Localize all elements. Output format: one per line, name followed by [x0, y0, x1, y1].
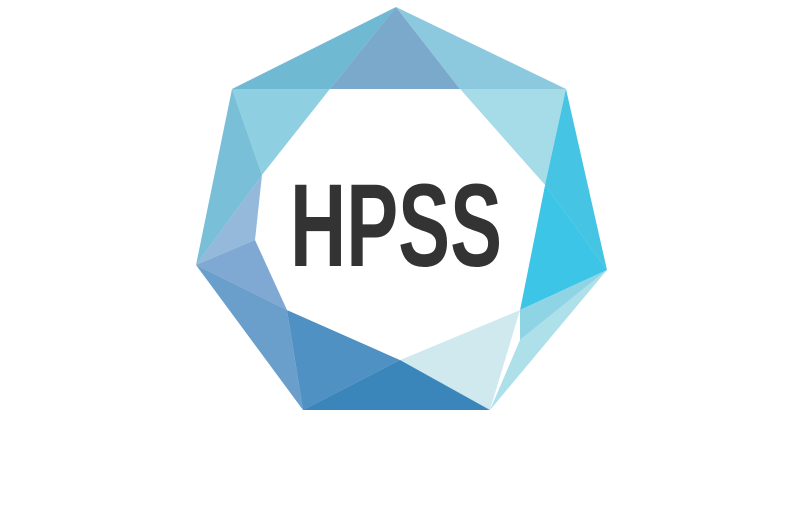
facet [303, 360, 490, 410]
facet [287, 310, 400, 410]
facet [232, 89, 330, 175]
facet [396, 7, 566, 89]
inner-heptagon [262, 89, 545, 360]
facet [196, 175, 262, 265]
facet [400, 310, 520, 410]
facet [330, 7, 460, 89]
facet [520, 185, 607, 310]
facet [490, 270, 607, 410]
facet [460, 89, 566, 185]
heptagon-facets [196, 7, 607, 410]
facet [196, 89, 262, 265]
facet [196, 240, 287, 310]
logo-text: HPSS [290, 160, 502, 292]
facet [232, 7, 396, 89]
facet [545, 89, 607, 270]
facet [196, 265, 303, 410]
